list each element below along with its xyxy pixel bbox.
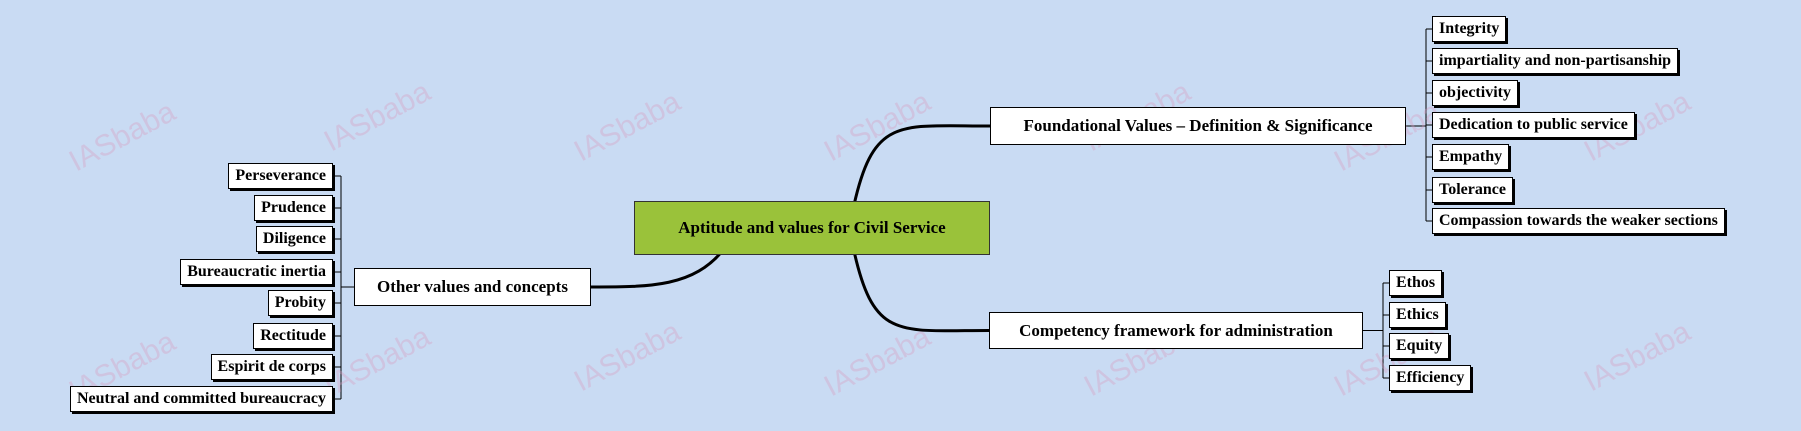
leaf-dedication[interactable]: Dedication to public service — [1432, 112, 1635, 138]
leaf-objectivity[interactable]: objectivity — [1432, 80, 1518, 106]
link-root-competency — [852, 250, 990, 333]
leaf-tolerance[interactable]: Tolerance — [1432, 177, 1513, 203]
leaf-empathy[interactable]: Empathy — [1432, 144, 1510, 170]
leaf-ethics[interactable]: Ethics — [1389, 302, 1446, 328]
leaf-equity[interactable]: Equity — [1389, 333, 1450, 359]
branch-foundational-values[interactable]: Foundational Values – Definition & Signi… — [990, 107, 1406, 145]
leaf-integrity[interactable]: Integrity — [1432, 16, 1507, 42]
link-root-foundational — [852, 124, 991, 206]
leaf-compassion[interactable]: Compassion towards the weaker sections — [1432, 208, 1725, 234]
leaf-espirit-de-corps[interactable]: Espirit de corps — [210, 354, 333, 380]
root-node[interactable]: Aptitude and values for Civil Service — [634, 201, 990, 255]
leaf-efficiency[interactable]: Efficiency — [1389, 365, 1472, 391]
leaf-diligence[interactable]: Diligence — [255, 226, 333, 252]
leaf-rectitude[interactable]: Rectitude — [253, 323, 333, 349]
leaf-prudence[interactable]: Prudence — [254, 195, 333, 221]
link-root-other — [590, 248, 726, 289]
leaf-ethos[interactable]: Ethos — [1389, 270, 1443, 296]
leaf-probity[interactable]: Probity — [267, 290, 333, 316]
branch-competency-framework[interactable]: Competency framework for administration — [989, 312, 1363, 349]
leaf-impartiality[interactable]: impartiality and non-partisanship — [1432, 48, 1679, 74]
branch-other-values[interactable]: Other values and concepts — [354, 268, 591, 306]
leaf-neutral-bureaucracy[interactable]: Neutral and committed bureaucracy — [70, 386, 333, 412]
leaf-bureaucratic-inertia[interactable]: Bureaucratic inertia — [180, 259, 333, 285]
leaf-perseverance[interactable]: Perseverance — [228, 163, 333, 189]
